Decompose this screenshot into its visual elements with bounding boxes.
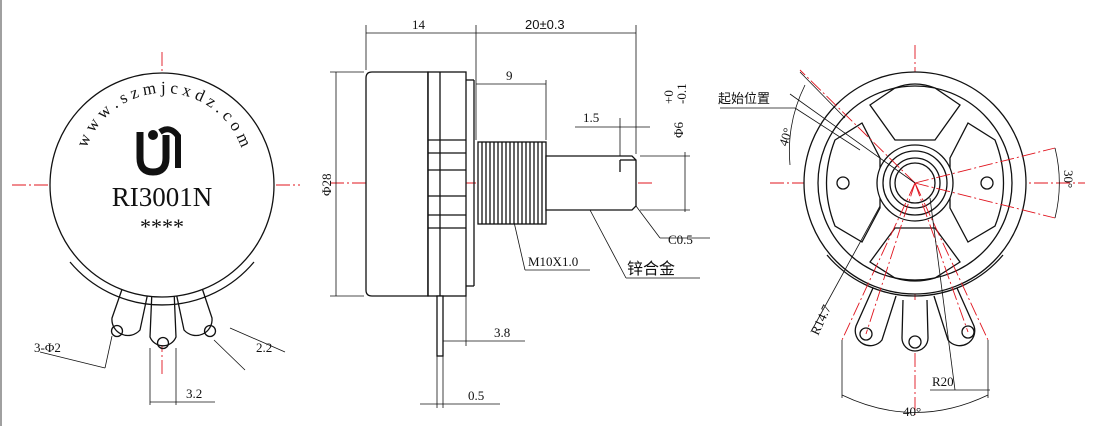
front-body-circle	[49, 72, 275, 298]
front-dimensions: 3-Φ2 3.2 2.2	[34, 327, 286, 405]
angle-bottom: 40°	[903, 404, 921, 419]
side-shaft	[545, 155, 637, 211]
dim-pitch: 3.2	[186, 386, 202, 401]
radius-outer: R20	[932, 374, 954, 389]
marking-label: ****	[140, 214, 184, 239]
rear-view: 40° 起始位置 30° R14.7 R20 40°	[718, 45, 1085, 419]
dim-width: 2.2	[256, 340, 272, 355]
start-label: 起始位置	[718, 92, 770, 107]
side-bushing	[477, 141, 547, 225]
radius-inner: R14.7	[807, 302, 834, 337]
dim-chamfer: C0.5	[668, 232, 693, 247]
dim-terminal-thk: 0.5	[468, 388, 484, 403]
dim-diameter-body: Φ28	[319, 173, 334, 196]
dim-body: 14	[412, 17, 426, 32]
side-body	[365, 71, 429, 297]
side-view: 14 20±0.3 9 1.5 Φ6 +0 -0.1 Φ28 C0.5 M10X…	[319, 17, 710, 408]
logo-icon	[136, 126, 181, 176]
front-view: w w w . s z m j c x d z . c o m RI3001N …	[12, 52, 300, 405]
angle-right: 30°	[1061, 170, 1076, 188]
dim-terminal-len: 3.8	[494, 325, 510, 340]
dim-shaft: 20±0.3	[525, 17, 565, 32]
rear-terminals	[854, 287, 976, 352]
rear-windows	[825, 83, 1005, 282]
model-label: RI3001N	[112, 182, 213, 212]
front-terminal-mid	[149, 289, 177, 350]
dim-tol-upper: +0	[661, 90, 676, 104]
dim-flat: 1.5	[583, 110, 599, 125]
dim-bushing: 9	[506, 68, 513, 83]
side-dimensions: 14 20±0.3 9 1.5 Φ6 +0 -0.1 Φ28 C0.5 M10X…	[319, 17, 710, 408]
dim-tol-lower: -0.1	[674, 83, 689, 104]
rear-dimensions: 40° 起始位置 30° R14.7 R20 40°	[718, 71, 1076, 419]
side-terminal-pin	[436, 295, 444, 357]
angle-start: 40°	[776, 126, 796, 148]
dim-thread: M10X1.0	[528, 254, 578, 269]
dim-holes: 3-Φ2	[34, 340, 61, 355]
dim-diameter-shaft: Φ6	[671, 121, 686, 138]
material-label: 锌合金	[627, 259, 675, 278]
